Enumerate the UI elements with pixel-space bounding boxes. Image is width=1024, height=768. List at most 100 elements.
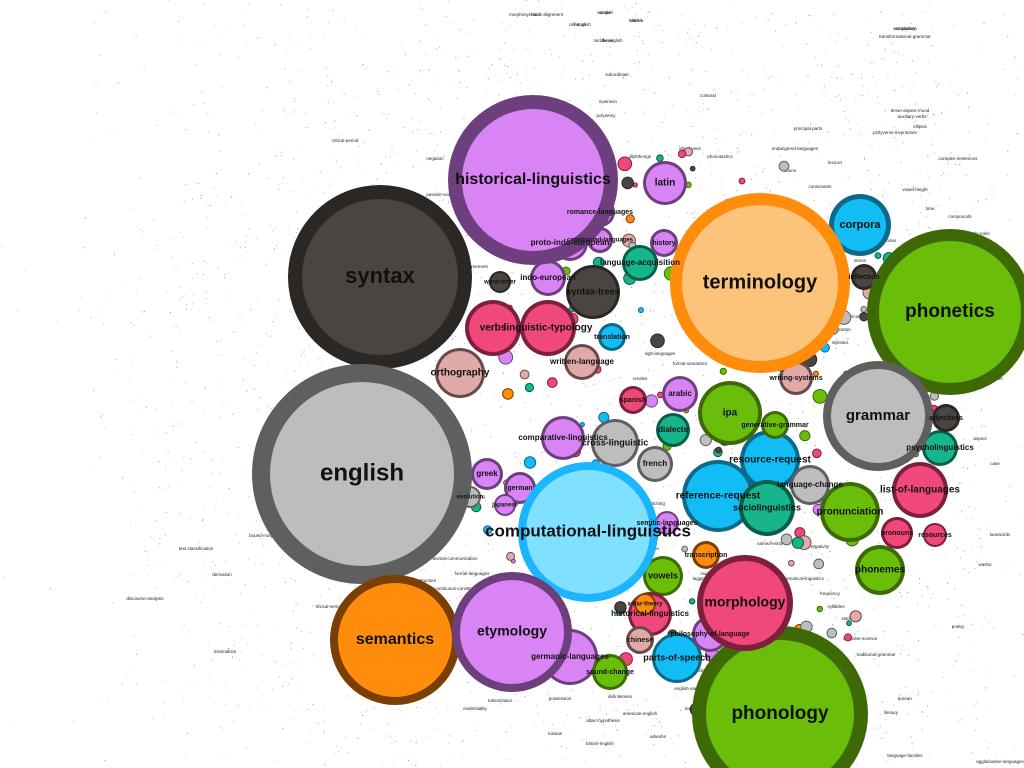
noise-dot — [104, 427, 106, 429]
noise-dot — [328, 22, 329, 24]
noise-dot — [763, 168, 765, 170]
noise-dot — [928, 61, 930, 63]
noise-dot — [897, 606, 899, 608]
noise-dot — [261, 654, 263, 656]
noise-dot — [275, 155, 277, 157]
noise-dot — [953, 468, 955, 470]
noise-dot — [140, 277, 142, 279]
noise-dot — [79, 309, 81, 311]
noise-dot — [206, 216, 208, 218]
noise-dot — [226, 688, 228, 690]
noise-dot — [670, 358, 672, 360]
noise-dot — [835, 338, 837, 340]
noise-dot — [491, 64, 493, 66]
noise-dot — [946, 174, 948, 176]
noise-dot — [420, 707, 421, 708]
noise-dot — [499, 58, 501, 60]
noise-dot — [327, 75, 329, 77]
noise-dot — [671, 743, 673, 745]
noise-dot — [884, 189, 886, 191]
noise-dot — [634, 62, 636, 64]
noise-dot — [914, 103, 916, 105]
noise-dot — [521, 294, 523, 295]
noise-dot — [421, 569, 423, 571]
noise-dot — [901, 649, 903, 651]
noise-dot — [685, 479, 686, 481]
noise-dot — [284, 109, 286, 111]
noise-dot — [858, 626, 860, 628]
noise-dot — [536, 704, 538, 706]
noise-dot — [674, 544, 676, 546]
noise-dot — [960, 482, 962, 484]
noise-dot — [681, 515, 683, 517]
medium-bubble-label: corpora — [840, 219, 882, 231]
noise-dot — [856, 763, 858, 765]
noise-dot — [492, 548, 494, 550]
noise-dot — [988, 747, 990, 749]
noise-dot — [237, 704, 239, 706]
noise-dot — [239, 542, 240, 544]
noise-dot — [982, 626, 984, 627]
noise-dot — [976, 718, 978, 720]
medium-bubble — [622, 389, 644, 411]
noise-dot — [93, 22, 95, 24]
noise-dot — [702, 374, 704, 376]
noise-dot — [935, 209, 937, 211]
noise-dot — [753, 94, 755, 96]
noise-dot — [150, 569, 152, 571]
noise-dot — [172, 425, 174, 427]
noise-dot — [551, 680, 553, 681]
tiny-tag-label: comparison — [893, 26, 917, 31]
noise-dot — [179, 332, 181, 334]
noise-dot — [401, 39, 402, 41]
noise-dot — [814, 545, 816, 547]
noise-dot — [964, 407, 966, 409]
noise-dot — [277, 247, 279, 249]
noise-dot — [261, 538, 263, 539]
noise-dot — [643, 282, 644, 284]
noise-dot — [968, 131, 970, 133]
noise-dot — [582, 382, 583, 384]
medium-bubble-label: language-change — [777, 480, 843, 489]
medium-bubble-label: pronunciation — [817, 507, 884, 518]
noise-dot — [300, 663, 302, 665]
noise-dot — [902, 142, 904, 144]
noise-dot — [181, 483, 183, 485]
medium-bubble — [925, 433, 955, 463]
tiny-tag-label: mathematical-linguistics — [776, 576, 825, 581]
tiny-tag-label: minimalism — [214, 649, 237, 654]
medium-bubble-label: reference-request — [676, 491, 761, 502]
noise-dot — [647, 654, 649, 656]
noise-dot — [181, 469, 182, 471]
noise-dot — [662, 364, 664, 366]
noise-dot — [261, 563, 263, 565]
noise-dot — [974, 507, 976, 509]
noise-dot — [339, 597, 341, 599]
noise-dot — [548, 693, 550, 695]
noise-dot — [885, 124, 887, 126]
noise-dot — [295, 718, 297, 720]
noise-dot — [281, 183, 283, 185]
noise-dot — [989, 565, 991, 567]
noise-dot — [484, 536, 486, 538]
noise-dot — [184, 753, 186, 755]
noise-dot — [320, 596, 322, 598]
noise-dot — [145, 406, 147, 408]
noise-dot — [957, 654, 959, 656]
noise-dot — [344, 18, 346, 20]
noise-dot — [695, 42, 697, 44]
noise-dot — [619, 756, 621, 758]
noise-dot — [525, 48, 526, 50]
noise-dot — [223, 202, 225, 204]
noise-dot — [141, 397, 142, 399]
noise-dot — [911, 742, 913, 744]
noise-dot — [242, 380, 244, 382]
noise-dot — [873, 659, 875, 660]
noise-dot — [879, 725, 881, 727]
noise-dot — [519, 82, 521, 84]
noise-dot — [451, 338, 453, 339]
tiny-bubble — [861, 306, 867, 312]
noise-dot — [179, 513, 181, 515]
noise-dot — [179, 574, 181, 576]
medium-bubble — [438, 351, 482, 395]
